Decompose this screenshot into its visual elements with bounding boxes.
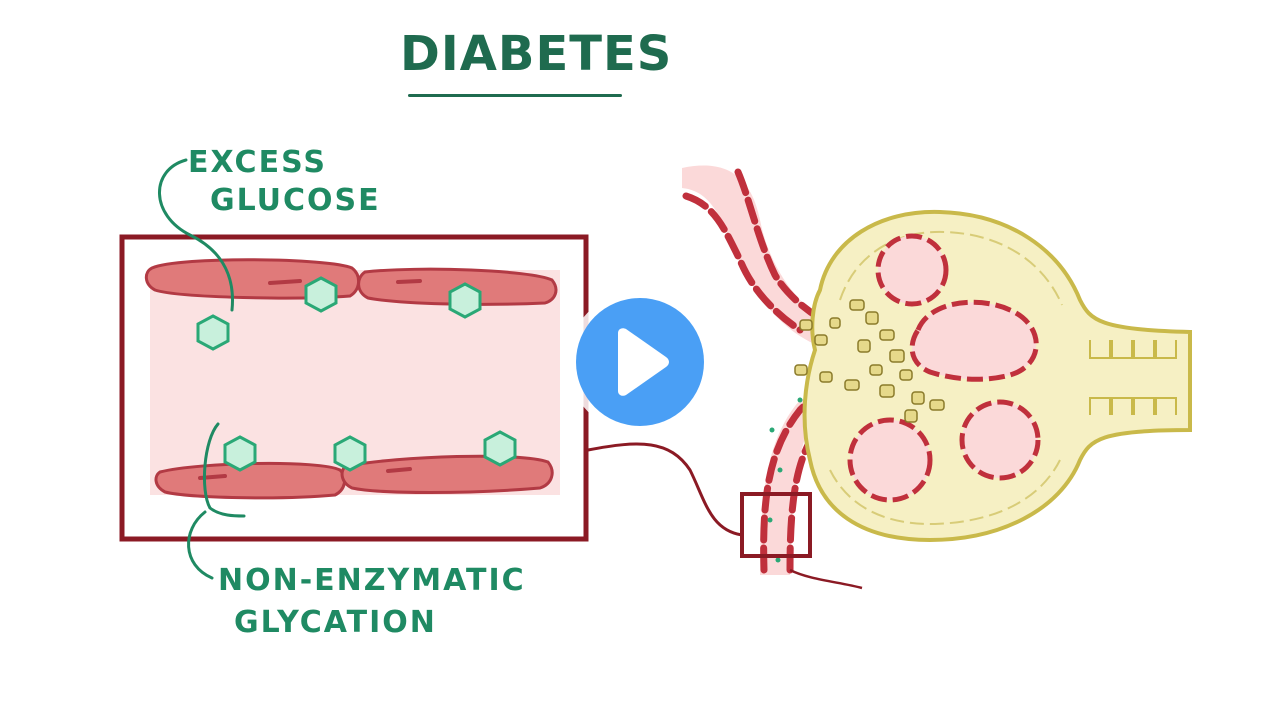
glycation-leader <box>187 510 214 580</box>
glomerulus <box>794 209 1192 543</box>
glucose-hexagon <box>483 430 517 467</box>
glucose-hexagon <box>196 314 230 351</box>
play-icon <box>618 328 669 396</box>
endothelial-cell-bottom-left <box>154 461 347 500</box>
zoom-source-box <box>740 492 812 558</box>
page-title: DIABETES <box>400 26 673 82</box>
glucose-hexagon <box>223 435 257 472</box>
glycation-label-line1: NON-ENZYMATIC <box>218 563 526 598</box>
glucose-hexagon <box>448 282 482 319</box>
glycation-bracket <box>202 422 246 518</box>
excess-glucose-label-line2: GLUCOSE <box>210 183 381 218</box>
excess-glucose-leader <box>158 158 234 312</box>
glucose-molecules <box>196 276 517 472</box>
excess-glucose-label-line1: EXCESS <box>188 145 327 180</box>
zoom-connector-line <box>587 442 743 537</box>
endothelial-cell-bottom-right <box>340 454 554 494</box>
play-button-circle[interactable] <box>576 298 704 426</box>
glucose-hexagon <box>333 435 367 472</box>
glycation-label-line2: GLYCATION <box>234 605 437 640</box>
title-underline <box>408 94 622 97</box>
play-button[interactable] <box>568 290 712 434</box>
glucose-hexagon <box>304 276 338 313</box>
